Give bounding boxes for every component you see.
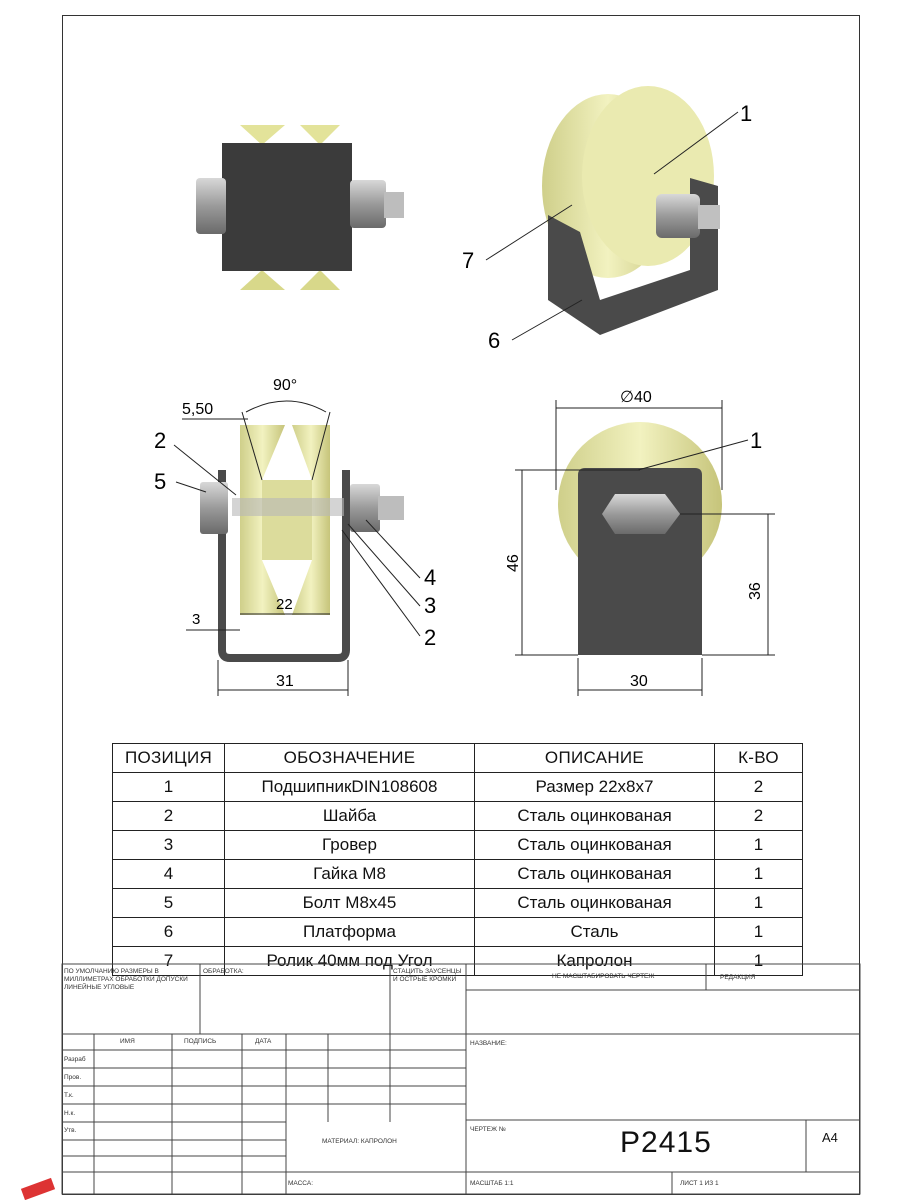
cell-description: Капролон: [474, 946, 715, 976]
col-date: ДАТА: [255, 1038, 272, 1045]
cell-designation: Гайка М8: [224, 859, 475, 889]
view-top-right: 1 7 6: [462, 86, 752, 353]
dim-diameter: ∅40: [620, 389, 652, 406]
cell-qty: 1: [714, 946, 803, 976]
mass-label: МАССА:: [288, 1180, 313, 1187]
cell-designation: Болт М8х45: [224, 888, 475, 918]
col-name: ИМЯ: [120, 1038, 135, 1045]
cell-description: Сталь: [474, 917, 715, 947]
cell-qty: 2: [714, 772, 803, 802]
drawing-no-label: ЧЕРТЕЖ №: [470, 1126, 506, 1133]
table-row: 1 ПодшипникDIN108608 Размер 22х8х7 2: [112, 772, 803, 802]
revision-label: РЕДАКЦИЯ: [720, 974, 756, 981]
callout-1-front: 1: [750, 428, 762, 453]
view-side: 90° 5,50 22 3 31 2 5 4 3 2: [154, 377, 436, 696]
header-qty: К-ВО: [714, 743, 803, 773]
cell-designation: Платформа: [224, 917, 475, 947]
dim-30: 30: [630, 673, 648, 690]
dim-46: 46: [505, 554, 522, 572]
header-position: ПОЗИЦИЯ: [112, 743, 225, 773]
table-row: 7 Ролик 40мм под Угол Капролон 1: [112, 946, 803, 976]
view-front: ∅40 46 36 30 1: [505, 389, 775, 696]
view-top-left: [196, 125, 404, 290]
callout-4: 4: [424, 565, 436, 590]
sheet-format: А4: [822, 1130, 838, 1145]
cell-designation: Гровер: [224, 830, 475, 860]
finish-label: ОБРАБОТКА:: [203, 968, 244, 975]
cell-description: Сталь оцинкованая: [474, 859, 715, 889]
scale-label: МАСШТАБ 1:1: [470, 1180, 514, 1187]
cell-qty: 2: [714, 801, 803, 831]
row-dev: Разраб: [64, 1056, 86, 1063]
sheet-label: ЛИСТ 1 ИЗ 1: [680, 1180, 719, 1187]
dim-36: 36: [747, 582, 764, 600]
name-label: НАЗВАНИЕ:: [470, 1040, 507, 1047]
cell-position: 7: [112, 946, 225, 976]
dim-5-50: 5,50: [182, 401, 213, 418]
cell-description: Сталь оцинкованая: [474, 830, 715, 860]
dim-3: 3: [192, 611, 200, 628]
material-label: МАТЕРИАЛ: КАПРОЛОН: [322, 1138, 397, 1145]
cell-description: Размер 22х8х7: [474, 772, 715, 802]
cell-designation: ПодшипникDIN108608: [224, 772, 475, 802]
note-default: ПО УМОЛЧАНИЮ РАЗМЕРЫ В МИЛЛИМЕТРАХ ОБРАБ…: [64, 968, 188, 991]
parts-table: ПОЗИЦИЯ ОБОЗНАЧЕНИЕ ОПИСАНИЕ К-ВО 1 Подш…: [112, 743, 803, 976]
dim-22: 22: [276, 596, 293, 613]
callout-5: 5: [154, 469, 166, 494]
callout-6: 6: [488, 328, 500, 353]
deburr-note: СТАЦИТЬ ЗАУСЕНЦЫ И ОСТРЫЕ КРОМКИ: [393, 968, 462, 983]
row-approved: Утв.: [64, 1127, 77, 1134]
cell-designation: Ролик 40мм под Угол: [224, 946, 475, 976]
cell-position: 6: [112, 917, 225, 947]
drawing-number: Р2415: [620, 1126, 712, 1159]
row-ncontrol: Н.к.: [64, 1110, 76, 1117]
row-check: Пров.: [64, 1074, 82, 1081]
cell-position: 5: [112, 888, 225, 918]
drawing-views: 1 7 6 90° 5,50 22 3 31: [154, 86, 775, 696]
cell-qty: 1: [714, 830, 803, 860]
callout-2-right: 2: [424, 625, 436, 650]
cell-description: Сталь оцинкованая: [474, 888, 715, 918]
dim-angle: 90°: [273, 377, 297, 394]
callout-7: 7: [462, 248, 474, 273]
callout-3: 3: [424, 593, 436, 618]
header-description: ОПИСАНИЕ: [474, 743, 715, 773]
callout-2-left: 2: [154, 428, 166, 453]
parts-table-header: ПОЗИЦИЯ ОБОЗНАЧЕНИЕ ОПИСАНИЕ К-ВО: [112, 743, 803, 773]
row-tcontrol: Т.к.: [64, 1092, 74, 1099]
table-row: 3 Гровер Сталь оцинкованая 1: [112, 830, 803, 860]
col-sign: ПОДПИСЬ: [184, 1038, 217, 1045]
table-row: 4 Гайка М8 Сталь оцинкованая 1: [112, 859, 803, 889]
callout-1-top: 1: [740, 101, 752, 126]
no-scale-note: НЕ МАСШТАБИРОВАТЬ ЧЕРТЕЖ: [552, 973, 655, 980]
cell-qty: 1: [714, 859, 803, 889]
dim-31: 31: [276, 673, 294, 690]
